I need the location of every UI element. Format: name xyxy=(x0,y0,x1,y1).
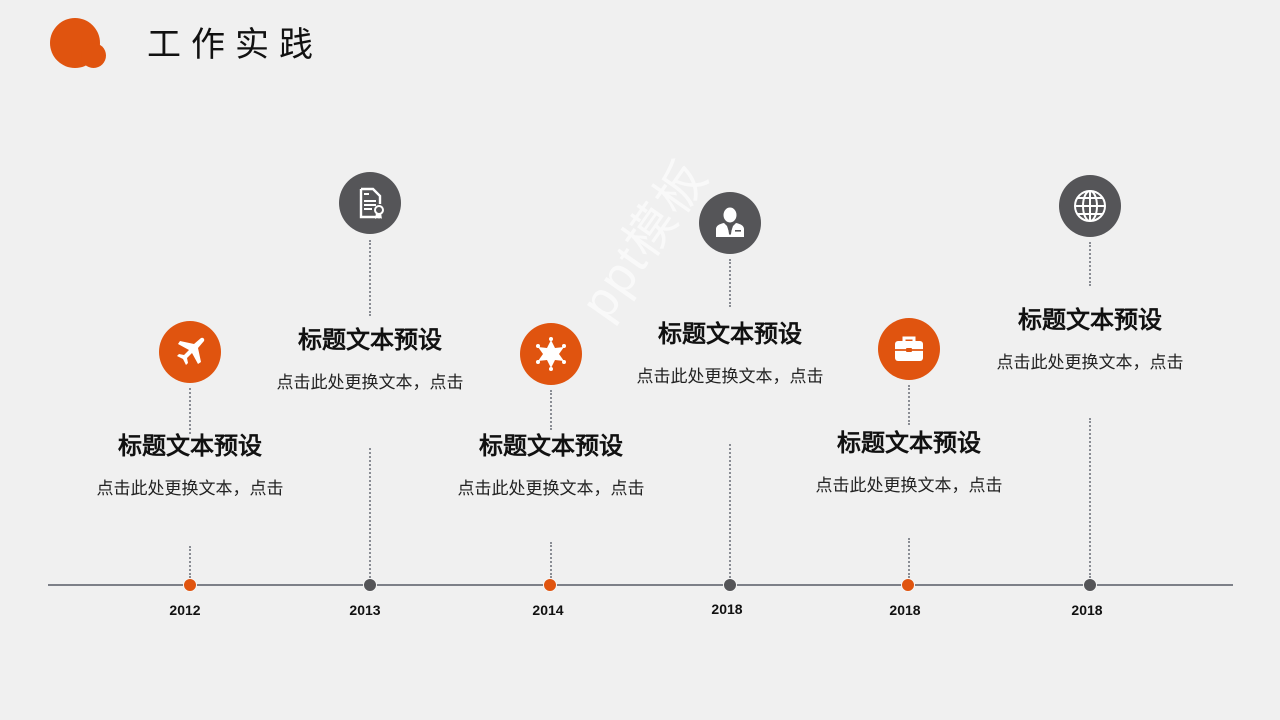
certificate-icon xyxy=(339,172,401,234)
connector-line xyxy=(729,444,731,578)
card-description: 点击此处更换文本，点击 xyxy=(276,373,464,393)
timeline-dot xyxy=(900,577,915,592)
airplane-icon xyxy=(159,321,221,383)
card-description: 点击此处更换文本，点击 xyxy=(815,476,1003,496)
card-title: 标题文本预设 xyxy=(118,432,262,460)
connector-line xyxy=(908,385,910,425)
page-title: 工作实践 xyxy=(147,25,323,65)
connector-line xyxy=(189,546,191,578)
connector-line xyxy=(369,240,371,316)
timeline-card[interactable]: 标题文本预设 点击此处更换文本，点击 xyxy=(625,318,835,391)
card-title: 标题文本预设 xyxy=(298,326,442,354)
card-title: 标题文本预设 xyxy=(837,429,981,457)
watermark: ppt模板 xyxy=(569,149,719,330)
connector-line xyxy=(550,390,552,430)
timeline-dot xyxy=(722,577,737,592)
timeline-dot xyxy=(182,577,197,592)
connector-line xyxy=(729,259,731,307)
globe-icon xyxy=(1059,175,1121,237)
card-description: 点击此处更换文本，点击 xyxy=(636,367,824,387)
card-title: 标题文本预设 xyxy=(1018,306,1162,334)
year-label: 2018 xyxy=(711,601,743,617)
timeline-card[interactable]: 标题文本预设 点击此处更换文本，点击 xyxy=(804,427,1014,500)
timeline-card[interactable]: 标题文本预设 点击此处更换文本，点击 xyxy=(85,430,295,503)
timeline-card[interactable]: 标题文本预设 点击此处更换文本，点击 xyxy=(985,304,1195,377)
businessman-icon xyxy=(699,192,761,254)
timeline-card[interactable]: 标题文本预设 点击此处更换文本，点击 xyxy=(446,430,656,503)
card-description: 点击此处更换文本，点击 xyxy=(457,479,645,499)
connector-line xyxy=(1089,242,1091,286)
briefcase-icon xyxy=(878,318,940,380)
connector-line xyxy=(189,388,191,434)
card-description: 点击此处更换文本，点击 xyxy=(996,353,1184,373)
timeline-dot xyxy=(1082,577,1097,592)
connector-line xyxy=(369,448,371,578)
year-label: 2012 xyxy=(169,602,201,618)
year-label: 2013 xyxy=(349,602,381,618)
year-label: 2014 xyxy=(532,602,564,618)
timeline-dot xyxy=(362,577,377,592)
connector-line xyxy=(908,538,910,578)
logo-circle-small xyxy=(81,43,106,68)
sheriff-star-icon xyxy=(520,323,582,385)
connector-line xyxy=(1089,418,1091,578)
card-title: 标题文本预设 xyxy=(479,432,623,460)
connector-line xyxy=(550,542,552,578)
logo xyxy=(50,18,108,72)
card-description: 点击此处更换文本，点击 xyxy=(96,479,284,499)
year-label: 2018 xyxy=(1071,602,1103,618)
year-label: 2018 xyxy=(889,602,921,618)
card-title: 标题文本预设 xyxy=(658,320,802,348)
timeline-dot xyxy=(542,577,557,592)
timeline-axis xyxy=(48,584,1233,586)
timeline-card[interactable]: 标题文本预设 点击此处更换文本，点击 xyxy=(265,324,475,397)
